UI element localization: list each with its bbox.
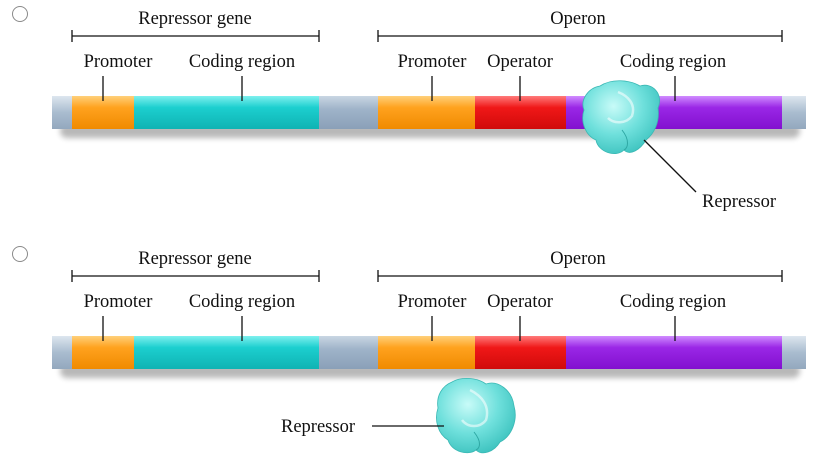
repressor-label: Repressor (702, 192, 776, 212)
repressor-protein-free (436, 378, 516, 454)
coding-segment-2 (566, 336, 782, 369)
option-b-radio[interactable] (12, 246, 28, 262)
option-a-radio[interactable] (12, 6, 28, 22)
repressor-protein-bound (582, 80, 660, 154)
promoter-label-2: Promoter (398, 52, 467, 72)
repressor-gene-label: Repressor gene (138, 249, 252, 269)
promoter-label-2: Promoter (398, 292, 467, 312)
operator-label: Operator (487, 52, 553, 72)
promoter-label-1: Promoter (84, 292, 153, 312)
repressor-gene-bracket (71, 30, 320, 42)
dna-end-right (778, 336, 806, 369)
operon-bracket (377, 30, 783, 42)
option-b-diagram: Repressor gene Operon Promoter Coding re… (52, 249, 806, 454)
option-a-diagram: Repressor gene Operon Promoter Coding re… (52, 9, 806, 212)
operon-label: Operon (550, 9, 605, 29)
coding-region-label-1: Coding region (189, 52, 295, 72)
promoter-segment-2 (378, 96, 475, 129)
coding-region-label-1: Coding region (189, 292, 295, 312)
promoter-segment-2 (378, 336, 475, 369)
operator-segment (475, 96, 566, 129)
operon-bracket (377, 270, 783, 282)
dna-end-right (778, 96, 806, 129)
repressor-gene-bracket (71, 270, 320, 282)
promoter-segment-1 (72, 96, 134, 129)
operon-label: Operon (550, 249, 605, 269)
repressor-label: Repressor (281, 417, 355, 437)
coding-region-label-2: Coding region (620, 292, 726, 312)
coding-region-label-2: Coding region (620, 52, 726, 72)
spacer-segment (319, 96, 378, 129)
operator-segment (475, 336, 566, 369)
coding-segment-1 (134, 96, 319, 129)
promoter-label-1: Promoter (84, 52, 153, 72)
promoter-segment-1 (72, 336, 134, 369)
spacer-segment (319, 336, 378, 369)
operator-label: Operator (487, 292, 553, 312)
coding-segment-1 (134, 336, 319, 369)
repressor-gene-label: Repressor gene (138, 9, 252, 29)
